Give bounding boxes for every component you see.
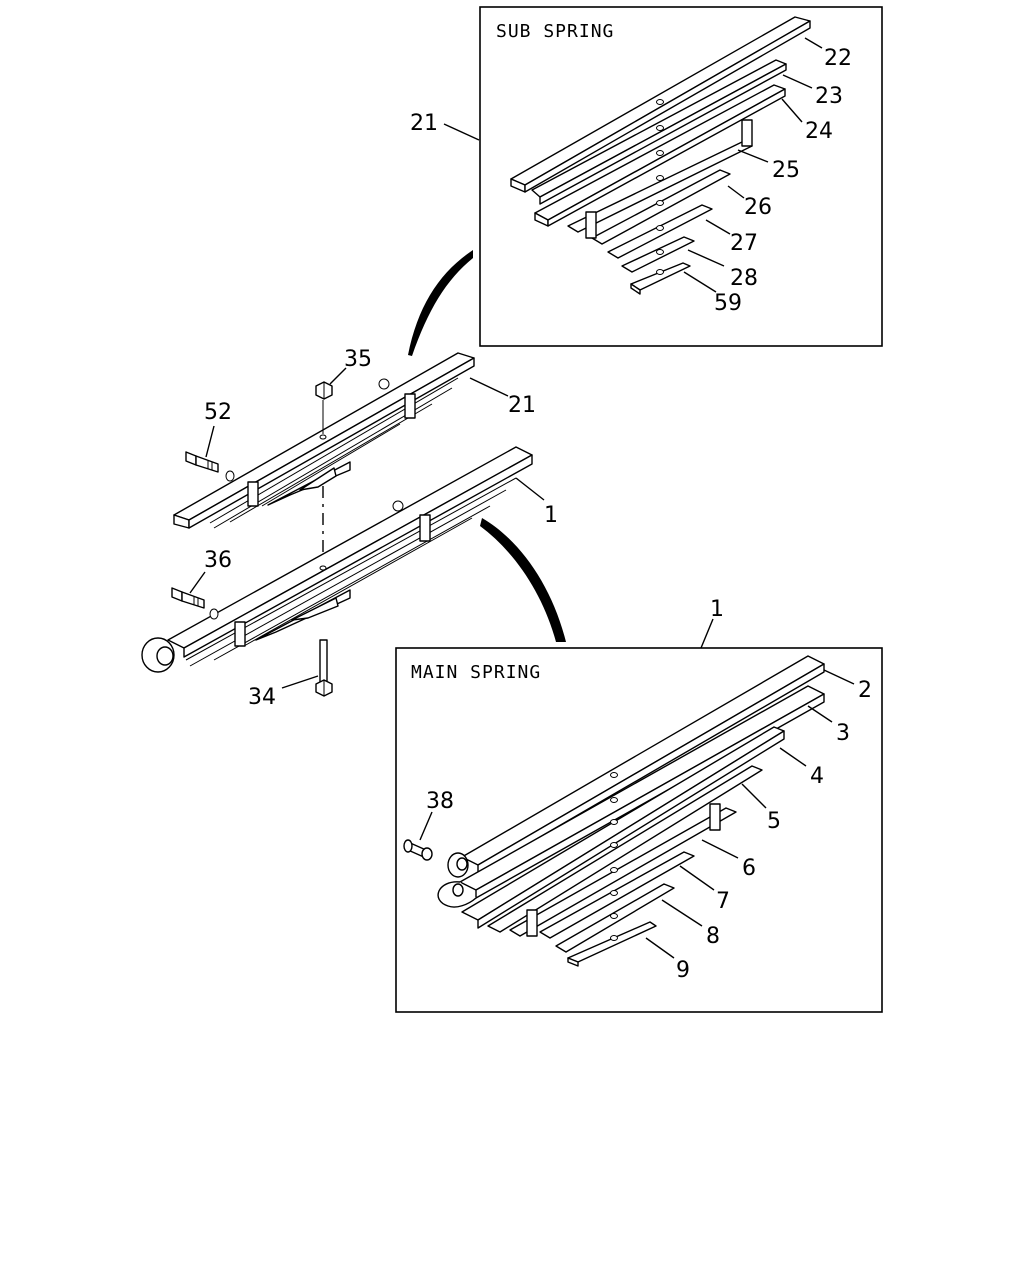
bolt-52 [185, 451, 219, 473]
callout-1-box: 1 [710, 597, 724, 622]
main-spring-title: MAIN SPRING [411, 662, 541, 683]
clip-lower-left [234, 621, 246, 647]
callout-28: 28 [730, 266, 758, 291]
callout-35: 35 [344, 347, 372, 372]
sub-clip-left [585, 211, 597, 239]
main-clip-right [709, 803, 721, 831]
bolt-36 [171, 587, 205, 609]
callout-23: 23 [815, 84, 843, 109]
clip-lower-right [419, 514, 431, 542]
callout-5: 5 [767, 809, 781, 834]
center-bolt-34 [315, 639, 333, 697]
callout-6: 6 [742, 856, 756, 881]
callout-2: 2 [858, 678, 872, 703]
leaf-26 [591, 169, 731, 245]
clip-upper-right [404, 393, 416, 419]
main-clip-left [526, 909, 538, 937]
callout-26: 26 [744, 195, 772, 220]
callout-3: 3 [836, 721, 850, 746]
leaf-6 [509, 807, 737, 937]
callout-25: 25 [772, 158, 800, 183]
callout-24: 24 [805, 119, 833, 144]
callout-1: 1 [544, 503, 558, 528]
sub-spring-assembly [173, 352, 475, 529]
sub-spring-title: SUB SPRING [496, 21, 614, 42]
detail-arrow-main [480, 518, 566, 642]
leaf-27 [607, 204, 713, 259]
sub-clip-right [741, 119, 753, 147]
callout-36: 36 [204, 548, 232, 573]
callout-27: 27 [730, 231, 758, 256]
sub-spring-leaves [510, 16, 811, 295]
callout-9: 9 [676, 958, 690, 983]
callout-52: 52 [204, 400, 232, 425]
callout-8: 8 [706, 924, 720, 949]
sub-spring-panel: SUB SPRING [479, 6, 883, 347]
clip-upper-left [247, 481, 259, 507]
callout-7: 7 [716, 889, 730, 914]
main-spring-assembly [141, 446, 533, 673]
main-spring-leaves [437, 655, 825, 967]
bushing-38 [403, 839, 433, 861]
leaf-5 [487, 765, 763, 933]
callout-59: 59 [714, 291, 742, 316]
callout-4: 4 [810, 764, 824, 789]
nut-35 [315, 381, 333, 434]
detail-arrow-sub [408, 250, 473, 356]
main-spring-panel: MAIN SPRING [395, 647, 883, 1013]
callout-21-box: 21 [410, 111, 438, 136]
callout-38: 38 [426, 789, 454, 814]
callout-34: 34 [248, 685, 276, 710]
callout-21: 21 [508, 393, 536, 418]
callout-22: 22 [824, 46, 852, 71]
